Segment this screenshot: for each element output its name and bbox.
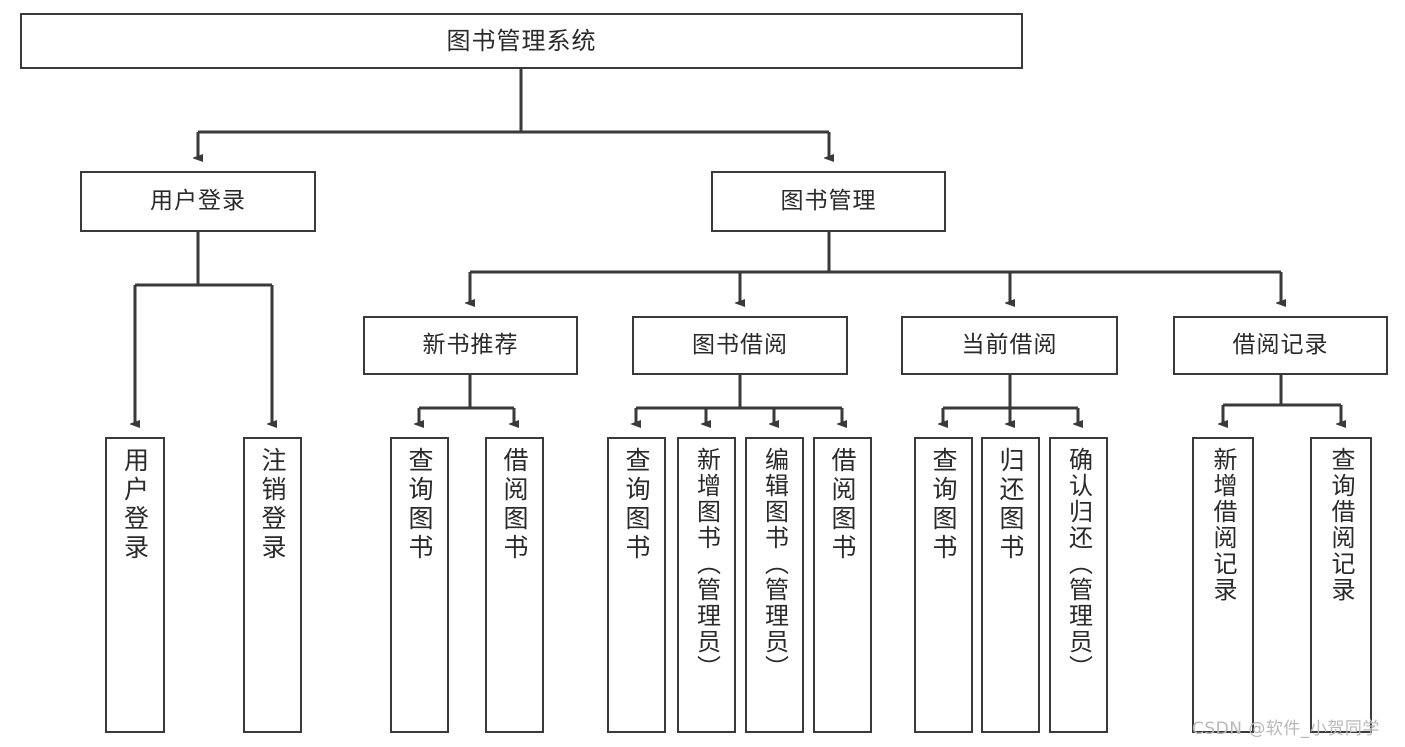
node-leaf-user-logout-label: 注销登录 (258, 447, 287, 563)
node-current-borrow[interactable]: 当前借阅 (901, 316, 1118, 375)
node-leaf-return-book[interactable]: 归还图书 (981, 437, 1040, 733)
node-root[interactable]: 图书管理系统 (20, 13, 1023, 69)
node-leaf-add-record-label: 新增借阅记录 (1209, 447, 1237, 603)
node-leaf-query-book-2-label: 查询图书 (622, 447, 651, 563)
node-leaf-query-book-3[interactable]: 查询图书 (914, 437, 973, 733)
csdn-watermark: CSDN @软件_小贺同学 (1192, 719, 1380, 739)
node-leaf-user-login-label: 用户登录 (120, 447, 150, 563)
node-leaf-edit-book[interactable]: 编辑图书（管理员） (745, 437, 804, 733)
node-root-label: 图书管理系统 (446, 27, 597, 55)
node-borrow-record-label: 借阅记录 (1232, 332, 1329, 359)
node-leaf-query-record[interactable]: 查询借阅记录 (1310, 437, 1372, 733)
node-book-borrow-label: 图书借阅 (692, 332, 788, 359)
node-leaf-query-book-1[interactable]: 查询图书 (390, 437, 449, 733)
node-leaf-borrow-book-1[interactable]: 借阅图书 (485, 437, 544, 733)
node-new-book-rec-label: 新书推荐 (422, 332, 519, 359)
node-leaf-borrow-book-2-label: 借阅图书 (828, 447, 857, 563)
node-leaf-confirm-return-label: 确认归还（管理员） (1064, 447, 1093, 681)
node-leaf-borrow-book-1-label: 借阅图书 (500, 447, 529, 563)
node-leaf-borrow-book-2[interactable]: 借阅图书 (813, 437, 872, 733)
node-leaf-user-logout[interactable]: 注销登录 (243, 437, 302, 733)
node-leaf-edit-book-label: 编辑图书（管理员） (760, 447, 789, 681)
node-borrow-record[interactable]: 借阅记录 (1173, 316, 1388, 375)
node-leaf-user-login[interactable]: 用户登录 (105, 437, 165, 733)
node-leaf-add-book-label: 新增图书（管理员） (692, 447, 721, 681)
node-user-login-label: 用户登录 (150, 188, 246, 215)
node-book-manage[interactable]: 图书管理 (711, 171, 946, 232)
node-leaf-confirm-return[interactable]: 确认归还（管理员） (1049, 437, 1108, 733)
node-new-book-rec[interactable]: 新书推荐 (363, 316, 578, 375)
node-leaf-query-book-2[interactable]: 查询图书 (607, 437, 666, 733)
node-book-borrow[interactable]: 图书借阅 (632, 316, 848, 375)
node-leaf-query-record-label: 查询借阅记录 (1327, 447, 1355, 603)
node-user-login[interactable]: 用户登录 (80, 171, 316, 232)
node-leaf-add-record[interactable]: 新增借阅记录 (1192, 437, 1254, 733)
node-leaf-query-book-1-label: 查询图书 (405, 447, 434, 563)
node-leaf-add-book[interactable]: 新增图书（管理员） (677, 437, 736, 733)
node-book-manage-label: 图书管理 (780, 188, 877, 215)
node-leaf-query-book-3-label: 查询图书 (929, 447, 958, 563)
node-current-borrow-label: 当前借阅 (961, 332, 1058, 359)
node-leaf-return-book-label: 归还图书 (996, 447, 1025, 563)
